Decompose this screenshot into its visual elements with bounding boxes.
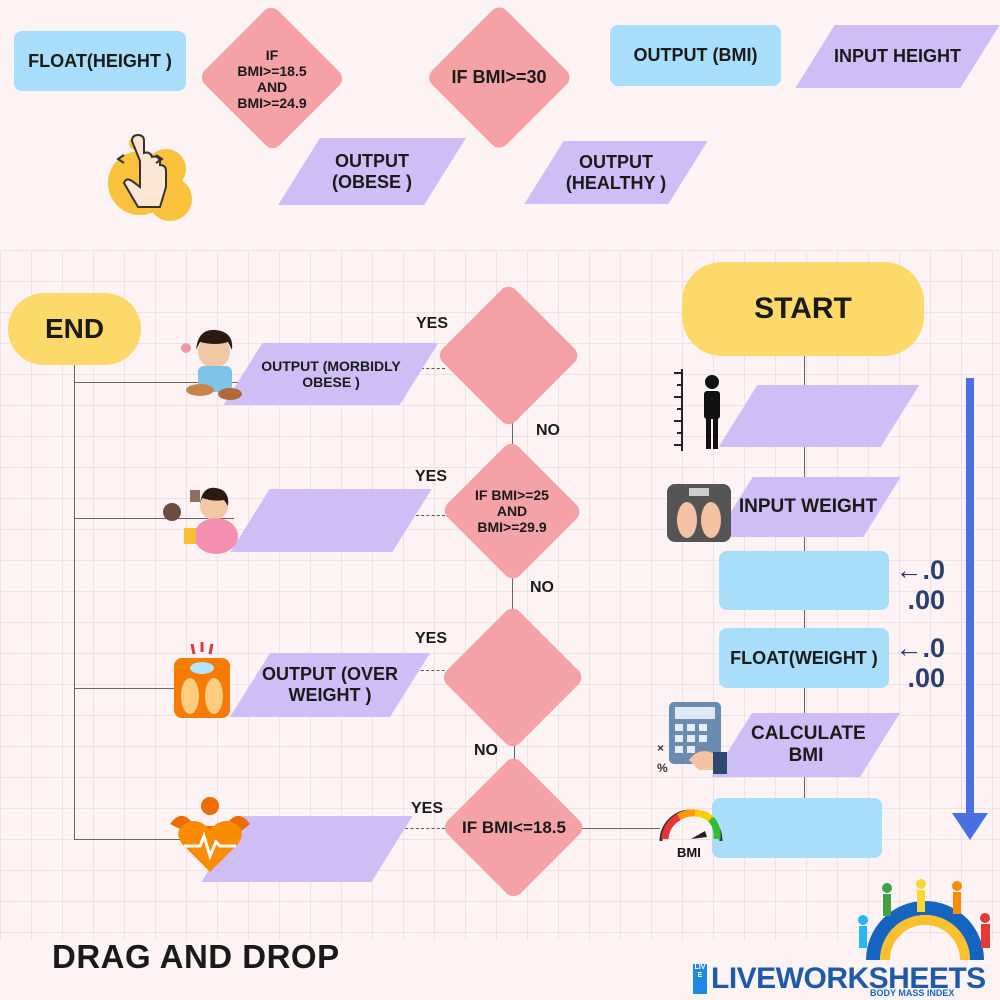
- scale-feet-icon: [667, 484, 731, 542]
- drag-output-healthy-label: OUTPUT (HEALTHY ): [565, 151, 667, 193]
- float-weight-label: FLOAT(WEIGHT ): [730, 647, 878, 668]
- bmi-caption: BODY MASS INDEX: [870, 988, 955, 998]
- connector-line: [74, 839, 244, 840]
- start-terminal: START: [682, 262, 924, 356]
- calculate-bmi: CALCULATE BMI: [732, 713, 880, 777]
- end-connector-line: [74, 362, 75, 839]
- output-morbidly-obese: OUTPUT (MORBIDLY OBESE ): [243, 343, 419, 405]
- diamond-if-bmi-25: IF BMI>=25 AND BMI>=29.9: [440, 440, 584, 582]
- connector-line: [74, 518, 234, 519]
- drag-input-height[interactable]: INPUT HEIGHT: [815, 25, 980, 88]
- drop-target-output-1[interactable]: [250, 489, 412, 552]
- input-weight: INPUT WEIGHT: [734, 477, 882, 537]
- connector-line: [74, 688, 174, 689]
- yes-label: YES: [411, 800, 444, 817]
- float-hint-2: ←.0 .00: [895, 633, 945, 693]
- scale-alert-icon: [174, 642, 230, 718]
- drag-float-height-label: FLOAT(HEIGHT ): [28, 50, 172, 71]
- drag-if-bmi-30[interactable]: IF BMI>=30: [425, 3, 573, 151]
- svg-text:%: %: [657, 761, 668, 775]
- connector-line: [512, 420, 513, 450]
- float-hint-1: ←.0 .00: [895, 555, 945, 615]
- start-label: START: [754, 292, 852, 325]
- end-terminal: END: [8, 293, 141, 365]
- connector-line: [400, 828, 445, 829]
- bmi-gauge-label: BMI: [677, 845, 701, 860]
- drop-target-process-2[interactable]: [712, 798, 882, 858]
- connector-line: [74, 382, 239, 383]
- if-bmi-18-5-label: IF BMI<=18.5: [462, 818, 566, 837]
- connector-line: [512, 575, 513, 610]
- svg-text:×: ×: [657, 741, 664, 755]
- obese-person-icon: [163, 487, 238, 554]
- drop-target-process-1[interactable]: [719, 551, 889, 610]
- brand-logo-icon: LIVE: [693, 964, 707, 994]
- yes-label: YES: [415, 630, 448, 647]
- eating-person-icon: [181, 329, 242, 400]
- drag-output-healthy[interactable]: OUTPUT (HEALTHY ): [544, 141, 688, 204]
- output-overweight: OUTPUT (OVER WEIGHT ): [250, 653, 410, 717]
- output-morbidly-obese-label: OUTPUT (MORBIDLY OBESE ): [261, 358, 401, 390]
- input-weight-label: INPUT WEIGHT: [738, 496, 878, 517]
- drag-if-bmi-18-5-and-label: IF BMI>=18.5 AND BMI>=24.9: [237, 46, 307, 111]
- height-measure-icon: [674, 369, 720, 451]
- drop-target-input-1[interactable]: [738, 385, 900, 447]
- connector-line: [400, 670, 450, 671]
- connector-line: [390, 515, 445, 516]
- drag-output-obese[interactable]: OUTPUT (OBESE ): [299, 138, 445, 205]
- flow-direction-arrow-icon: [952, 378, 988, 840]
- bmi-people-icon: [858, 879, 990, 960]
- drag-output-bmi-label: OUTPUT (BMI): [633, 45, 758, 65]
- yes-label: YES: [415, 468, 448, 485]
- calculator-icon: ×%: [657, 702, 727, 775]
- drag-float-height[interactable]: FLOAT(HEIGHT ): [14, 31, 186, 91]
- float-weight: FLOAT(WEIGHT ): [719, 628, 889, 688]
- drag-output-bmi[interactable]: OUTPUT (BMI): [610, 25, 781, 86]
- output-overweight-label: OUTPUT (OVER WEIGHT ): [261, 664, 398, 705]
- healthy-heart-icon: [170, 797, 250, 872]
- drag-input-height-label: INPUT HEIGHT: [833, 46, 961, 66]
- connector-line: [580, 828, 660, 829]
- drag-if-bmi-30-label: IF BMI>=30: [451, 66, 547, 87]
- drag-and-drop-instruction: DRAG AND DROP: [52, 938, 340, 975]
- diamond-if-bmi-18-5: IF BMI<=18.5: [441, 755, 587, 901]
- brand-name: LIVEWORKSHEETS: [711, 962, 986, 995]
- drag-if-bmi-18-5-and[interactable]: IF BMI>=18.5 AND BMI>=24.9: [197, 5, 347, 152]
- calculate-bmi-label: CALCULATE BMI: [751, 723, 866, 766]
- bmi-gauge-icon: BMI: [659, 809, 723, 860]
- no-label: NO: [530, 579, 554, 596]
- hand-swipe-icon: [108, 133, 192, 221]
- if-bmi-25-label: IF BMI>=25 AND BMI>=29.9: [475, 487, 549, 535]
- connector-line: [400, 368, 445, 369]
- drop-target-diamond-2[interactable]: [440, 605, 586, 751]
- drag-output-obese-label: OUTPUT (OBESE ): [331, 150, 412, 192]
- drop-target-diamond-1[interactable]: [436, 283, 582, 429]
- end-label: END: [44, 313, 105, 344]
- liveworksheets-brand: LIVE LIVEWORKSHEETS: [693, 962, 986, 996]
